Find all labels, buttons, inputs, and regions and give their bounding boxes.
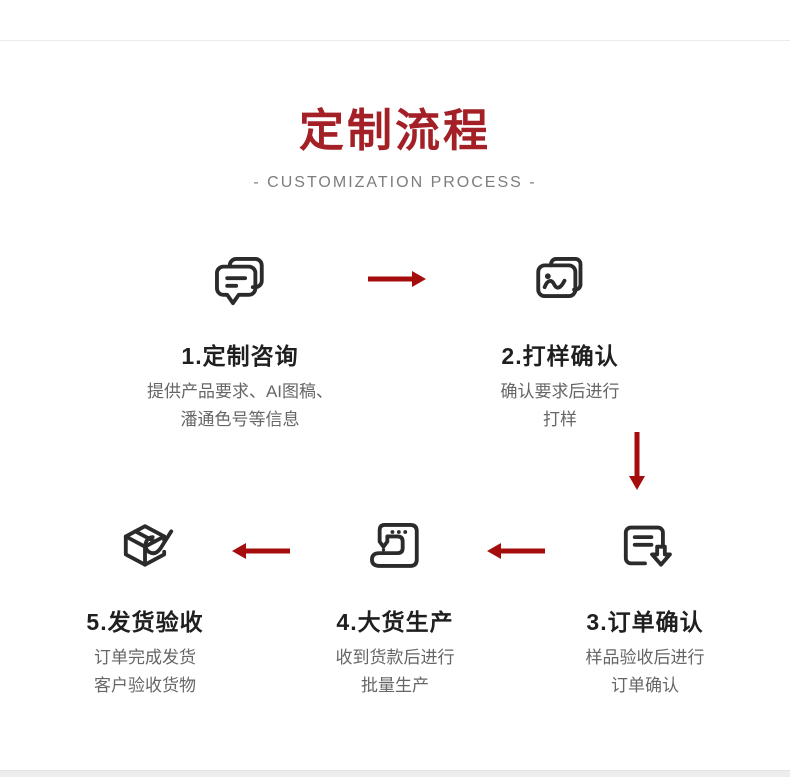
order-download-icon	[623, 525, 672, 567]
step-title: 5.发货验收	[86, 609, 204, 635]
arrow-right-icon	[368, 271, 426, 287]
step-description: 样品验收后进行 订单确认	[585, 648, 705, 695]
step-title: 1.定制咨询	[181, 343, 299, 369]
sewing-machine-icon	[370, 523, 419, 568]
arrow-left-icon	[487, 543, 545, 559]
consult-chat-icon	[215, 257, 264, 306]
section-title: 定制流程	[298, 105, 491, 156]
step-description: 订单完成发货 客户验收货物	[94, 648, 196, 695]
step-title: 4.大货生产	[336, 609, 454, 635]
step-1-consult: 1.定制咨询 提供产品要求、AI图稿、 潘通色号等信息	[130, 250, 350, 434]
arrow-left-icon	[232, 543, 290, 559]
step-3-order: 3.订单确认 样品验收后进行 订单确认	[535, 516, 755, 700]
package-check-icon	[123, 524, 174, 567]
step-description: 确认要求后进行 打样	[500, 382, 620, 429]
step-title: 3.订单确认	[586, 609, 704, 635]
bottom-divider	[0, 770, 790, 777]
step-4-production: 4.大货生产 收到货款后进行 批量生产	[285, 516, 505, 700]
step-title: 2.打样确认	[501, 343, 619, 369]
arrow-down-icon	[629, 432, 645, 490]
section-subtitle: - CUSTOMIZATION PROCESS -	[253, 174, 537, 191]
step-5-delivery: 5.发货验收 订单完成发货 客户验收货物	[35, 516, 255, 700]
sample-image-icon	[536, 257, 583, 298]
step-description: 提供产品要求、AI图稿、 潘通色号等信息	[146, 382, 334, 429]
top-divider	[0, 40, 790, 41]
step-description: 收到货款后进行 批量生产	[335, 648, 455, 695]
step-2-sample: 2.打样确认 确认要求后进行 打样	[450, 250, 670, 434]
